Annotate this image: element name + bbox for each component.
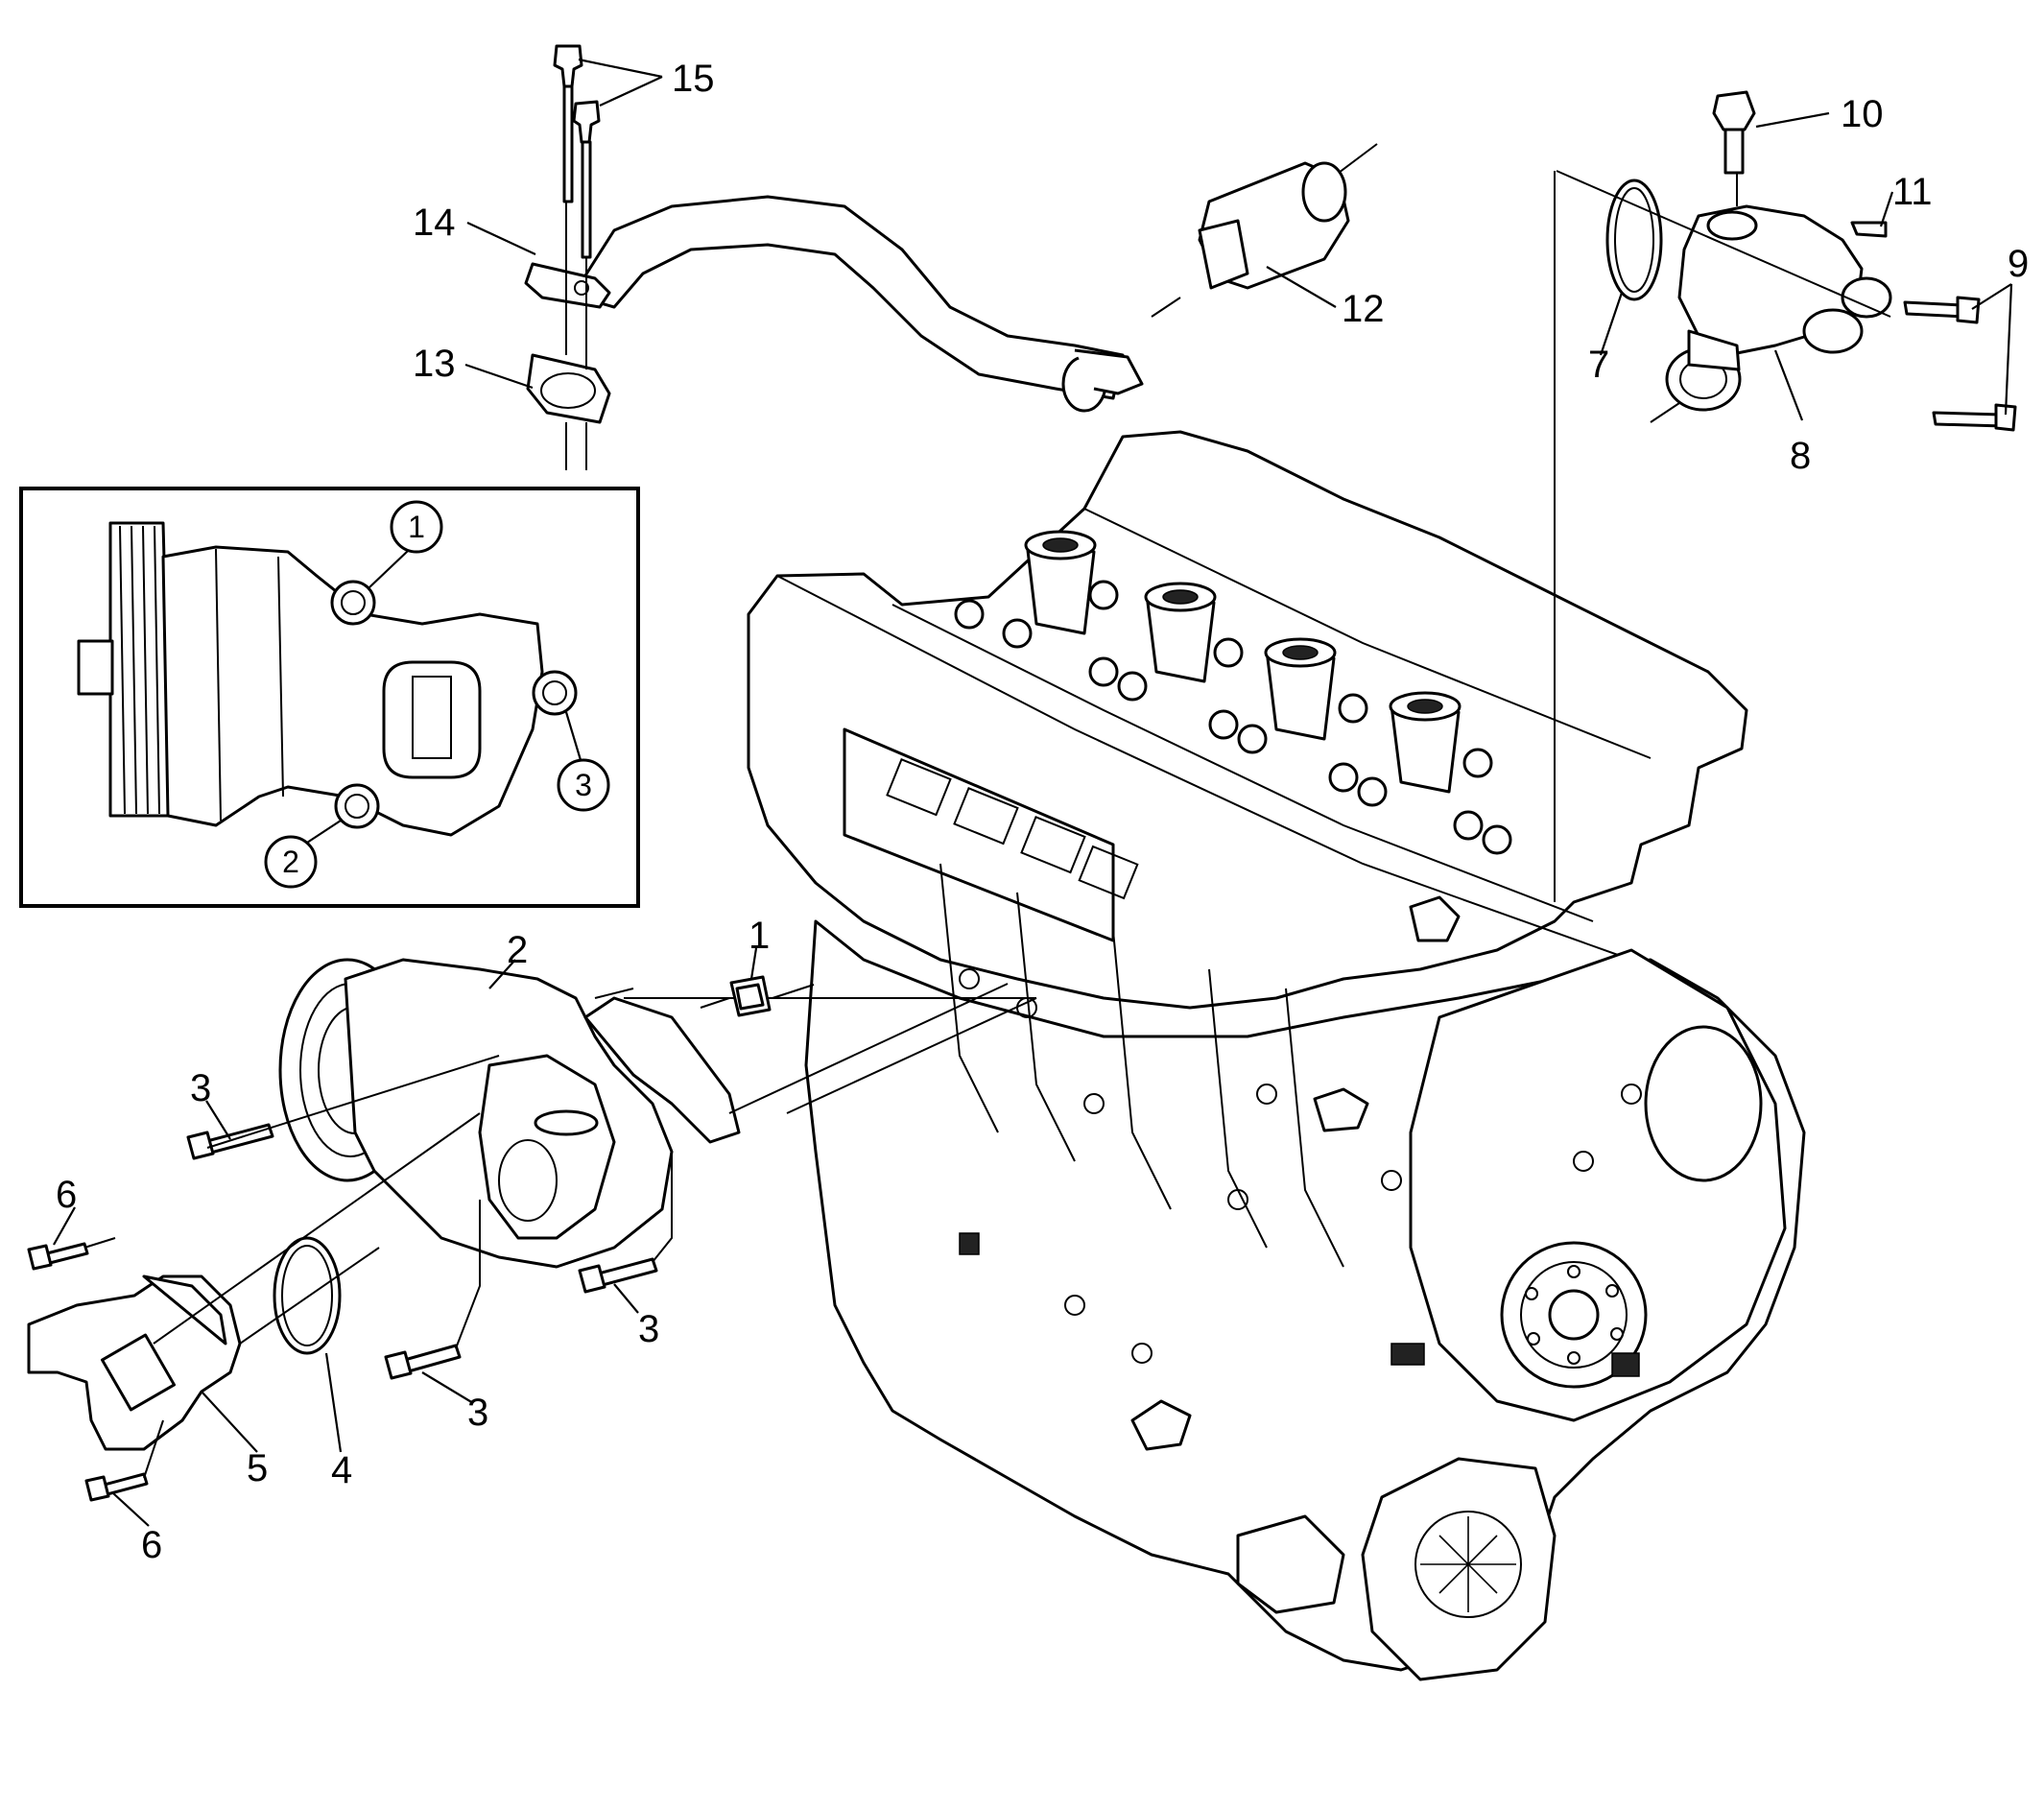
callout-12: 12 [1342, 288, 1385, 330]
inset-callout-3: 3 [575, 768, 592, 802]
callout-5: 5 [247, 1447, 268, 1489]
callout-7: 7 [1588, 344, 1609, 386]
thermostat-housing-assembly [1554, 90, 2017, 902]
callout-3-right: 3 [638, 1308, 659, 1350]
callout-15: 15 [672, 58, 715, 100]
inset-callout-3-circle [557, 758, 610, 812]
callout-6-bottom: 6 [141, 1524, 162, 1566]
callout-13: 13 [413, 343, 456, 385]
callout-9: 9 [2008, 243, 2029, 285]
coolant-pipe-assembly [524, 44, 1378, 470]
inset-callout-1: 1 [408, 510, 425, 544]
callout-labels: 15 14 13 12 10 11 9 7 8 2 1 3 6 3 3 5 4 … [56, 58, 2029, 1566]
callout-8: 8 [1790, 435, 1811, 477]
callout-1: 1 [749, 915, 770, 957]
engine-block [747, 430, 1806, 1681]
inset-callout-2: 2 [282, 845, 299, 879]
inset-callout-1-circle [390, 500, 443, 554]
callout-10: 10 [1841, 93, 1884, 135]
callout-2: 2 [507, 929, 528, 971]
callout-3-left: 3 [190, 1067, 211, 1109]
callout-4: 4 [331, 1449, 352, 1491]
callout-6-top: 6 [56, 1174, 77, 1216]
callout-3-bottom: 3 [467, 1392, 488, 1434]
callout-11: 11 [1892, 171, 1933, 213]
water-pump-assembly [27, 958, 1037, 1502]
inset-callout-2-circle [264, 835, 318, 889]
callout-14: 14 [413, 202, 456, 244]
leader-lines [53, 58, 2013, 1527]
inset-detail-box: 1 3 2 [19, 487, 640, 908]
